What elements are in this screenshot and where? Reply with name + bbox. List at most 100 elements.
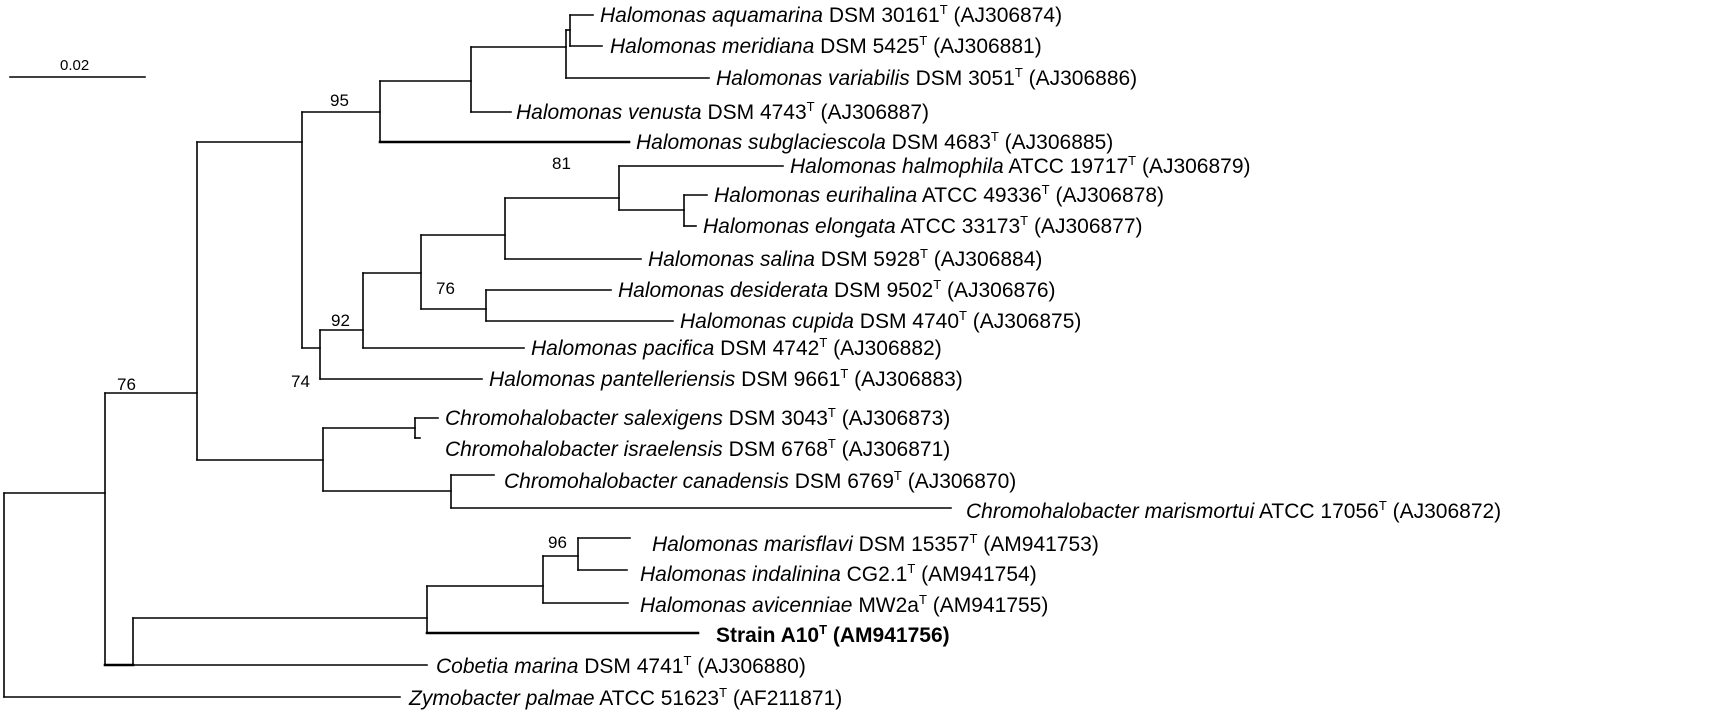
taxon-label: Halomonas pacifica DSM 4742T (AJ306882) bbox=[531, 335, 942, 360]
taxon-strain: ATCC 33173 bbox=[900, 215, 1020, 238]
taxon-strain: DSM 9502 bbox=[834, 279, 933, 302]
taxon-type-marker: T bbox=[894, 468, 902, 483]
taxon-strain: CG2.1 bbox=[847, 563, 908, 586]
taxon-accession: (AM941755) bbox=[933, 594, 1049, 617]
taxon-label: Halomonas variabilis DSM 3051T (AJ306886… bbox=[716, 65, 1137, 90]
taxon-accession: (AJ306883) bbox=[854, 368, 963, 391]
taxon-label: Halomonas cupida DSM 4740T (AJ306875) bbox=[680, 308, 1081, 333]
taxon-type-marker: T bbox=[920, 246, 928, 261]
bootstrap-74: 74 bbox=[291, 372, 310, 391]
bootstrap-96: 96 bbox=[548, 533, 567, 552]
taxon-strain: ATCC 51623 bbox=[599, 687, 719, 710]
taxon-strain: DSM 3043 bbox=[729, 407, 828, 430]
taxon-type-marker: T bbox=[807, 99, 815, 114]
taxon-accession: (AJ306884) bbox=[934, 248, 1043, 271]
taxon-name: Chromohalobacter marismortui bbox=[966, 500, 1256, 523]
taxon-type-marker: T bbox=[828, 405, 836, 420]
taxon-accession: (AJ306878) bbox=[1055, 184, 1164, 207]
taxon-type-marker: T bbox=[933, 277, 941, 292]
taxon-strain: DSM 15357 bbox=[859, 533, 970, 556]
taxon-label: Chromohalobacter israelensis DSM 6768T (… bbox=[445, 436, 950, 461]
taxon-name: Chromohalobacter salexigens bbox=[445, 407, 723, 430]
taxon-label-strain-a10: Strain A10T (AM941756) bbox=[716, 622, 950, 647]
bootstrap-92: 92 bbox=[331, 311, 350, 330]
taxon-strain: ATCC 17056 bbox=[1259, 500, 1379, 523]
taxon-name: Halomonas pantelleriensis bbox=[489, 368, 736, 391]
taxon-strain: DSM 4743 bbox=[707, 101, 806, 124]
taxon-name: Zymobacter palmae bbox=[408, 687, 595, 710]
taxon-type-marker: T bbox=[1042, 182, 1050, 197]
taxon-name: Halomonas marisflavi bbox=[652, 533, 854, 556]
taxon-type-marker: T bbox=[819, 622, 827, 637]
taxon-accession: (AJ306877) bbox=[1034, 215, 1143, 238]
taxon-accession: (AJ306873) bbox=[842, 407, 951, 430]
taxon-label: Chromohalobacter canadensis DSM 6769T (A… bbox=[504, 468, 1016, 493]
taxon-accession: (AJ306880) bbox=[697, 655, 806, 678]
taxon-name: Cobetia marina bbox=[436, 655, 578, 678]
taxon-label: Halomonas desiderata DSM 9502T (AJ306876… bbox=[618, 277, 1056, 302]
taxon-accession: (AJ306882) bbox=[833, 337, 942, 360]
taxon-strain: DSM 5425 bbox=[820, 35, 919, 58]
taxon-type-marker: T bbox=[1128, 153, 1136, 168]
taxon-label: Halomonas salina DSM 5928T (AJ306884) bbox=[648, 246, 1042, 271]
taxon-label: Chromohalobacter salexigens DSM 3043T (A… bbox=[445, 405, 950, 430]
taxon-name: Halomonas meridiana bbox=[610, 35, 814, 58]
bootstrap-values: 95 81 76 92 74 76 96 bbox=[117, 91, 571, 552]
taxon-type-marker: T bbox=[683, 653, 691, 668]
bootstrap-81: 81 bbox=[552, 154, 571, 173]
taxon-strain: Strain A10 bbox=[716, 624, 819, 647]
taxon-label: Halomonas eurihalina ATCC 49336T (AJ3068… bbox=[714, 182, 1164, 207]
taxon-strain: DSM 4741 bbox=[584, 655, 683, 678]
taxon-accession: (AJ306887) bbox=[820, 101, 929, 124]
taxon-strain: DSM 6768 bbox=[729, 438, 828, 461]
scale-bar: 0.02 bbox=[9, 57, 146, 78]
taxon-accession: (AJ306874) bbox=[954, 4, 1063, 27]
taxon-label: Halomonas halmophila ATCC 19717T (AJ3068… bbox=[790, 153, 1251, 178]
taxon-type-marker: T bbox=[840, 366, 848, 381]
taxon-name: Halomonas salina bbox=[648, 248, 815, 271]
taxon-strain: DSM 6769 bbox=[795, 470, 894, 493]
taxon-accession: (AJ306871) bbox=[842, 438, 951, 461]
taxon-strain: DSM 4740 bbox=[860, 310, 959, 333]
taxon-type-marker: T bbox=[1379, 498, 1387, 513]
taxon-type-marker: T bbox=[719, 685, 727, 700]
taxon-accession: (AJ306872) bbox=[1393, 500, 1502, 523]
taxon-strain: DSM 30161 bbox=[829, 4, 940, 27]
tree-branches bbox=[3, 14, 952, 698]
taxon-accession: (AM941754) bbox=[921, 563, 1037, 586]
taxon-accession: (AJ306870) bbox=[908, 470, 1017, 493]
taxon-accession: (AF211871) bbox=[733, 687, 842, 710]
taxon-name: Halomonas eurihalina bbox=[714, 184, 917, 207]
taxon-name: Halomonas variabilis bbox=[716, 67, 910, 90]
bootstrap-76-upper: 76 bbox=[436, 279, 455, 298]
taxon-label: Halomonas marisflavi DSM 15357T (AM94175… bbox=[652, 531, 1099, 556]
taxon-strain: MW2a bbox=[858, 594, 919, 617]
taxon-strain: DSM 9661 bbox=[741, 368, 840, 391]
taxon-type-marker: T bbox=[991, 129, 999, 144]
taxon-label: Halomonas indalinina CG2.1T (AM941754) bbox=[640, 561, 1037, 586]
taxon-label: Halomonas pantelleriensis DSM 9661T (AJ3… bbox=[489, 366, 963, 391]
taxon-name: Halomonas indalinina bbox=[640, 563, 841, 586]
bootstrap-95: 95 bbox=[330, 91, 349, 110]
taxon-name: Chromohalobacter israelensis bbox=[445, 438, 723, 461]
scale-bar-label: 0.02 bbox=[60, 57, 89, 74]
taxon-name: Halomonas pacifica bbox=[531, 337, 714, 360]
taxon-accession: (AJ306885) bbox=[1005, 131, 1114, 154]
taxon-label: Halomonas subglaciescola DSM 4683T (AJ30… bbox=[636, 129, 1113, 154]
bootstrap-76-lower: 76 bbox=[117, 375, 136, 394]
taxon-type-marker: T bbox=[828, 436, 836, 451]
taxon-strain: ATCC 19717 bbox=[1008, 155, 1128, 178]
taxon-name: Halomonas aquamarina bbox=[600, 4, 823, 27]
taxon-name: Halomonas avicenniae bbox=[640, 594, 852, 617]
taxon-label: Chromohalobacter marismortui ATCC 17056T… bbox=[966, 498, 1501, 523]
taxon-label: Halomonas aquamarina DSM 30161T (AJ30687… bbox=[600, 2, 1062, 27]
taxon-type-marker: T bbox=[969, 531, 977, 546]
taxon-type-marker: T bbox=[959, 308, 967, 323]
taxon-accession: (AJ306875) bbox=[973, 310, 1082, 333]
taxon-strain: DSM 4683 bbox=[892, 131, 991, 154]
taxon-labels: Halomonas aquamarina DSM 30161T (AJ30687… bbox=[408, 2, 1501, 710]
taxon-accession: (AM941756) bbox=[833, 624, 950, 647]
taxon-name: Halomonas halmophila bbox=[790, 155, 1004, 178]
taxon-accession: (AJ306886) bbox=[1029, 67, 1138, 90]
